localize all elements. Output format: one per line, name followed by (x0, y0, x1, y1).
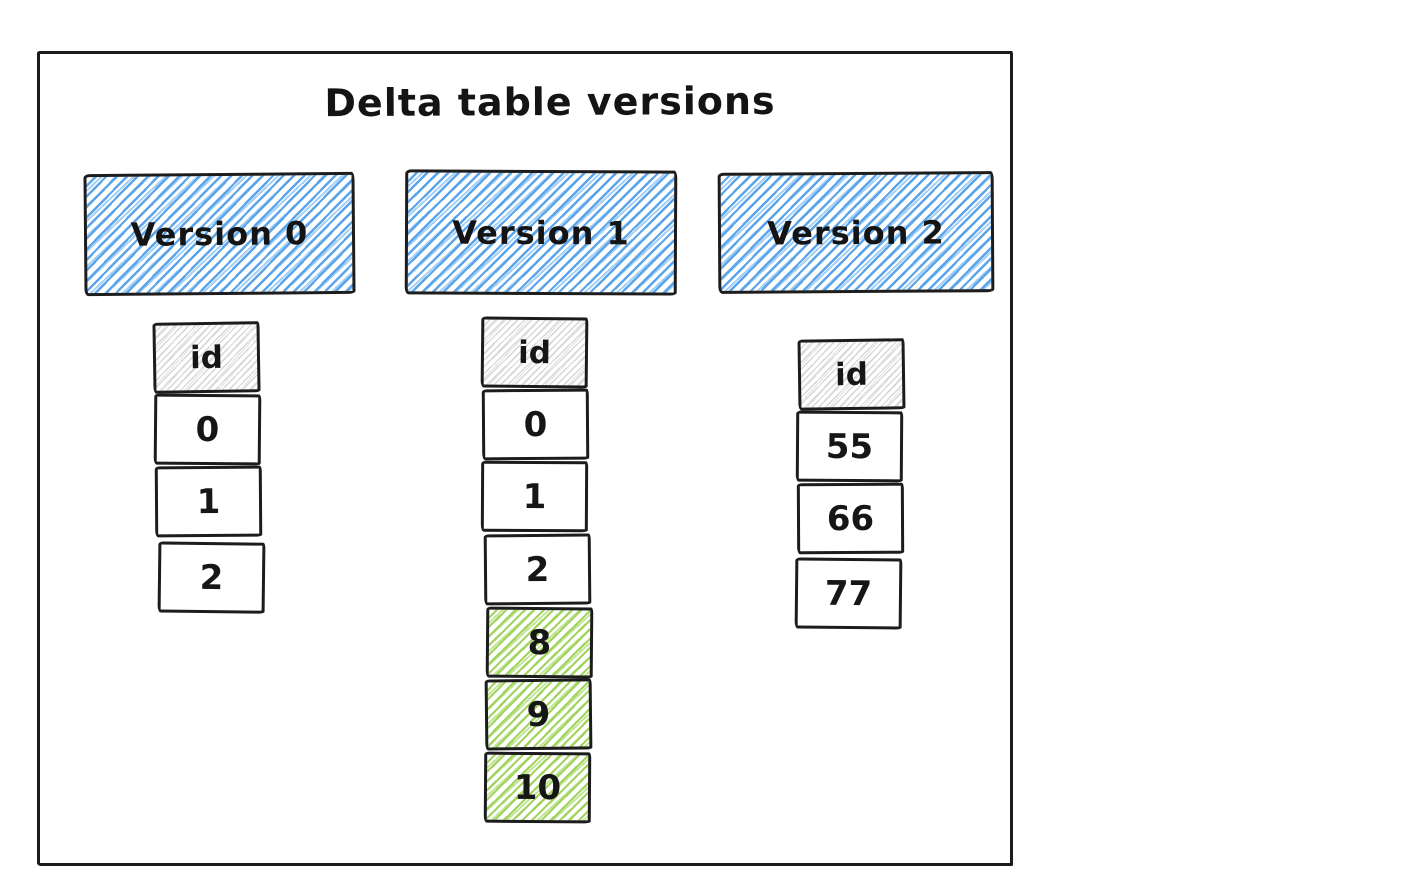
column-header-label: id (517, 334, 552, 371)
version-2-id-column: id 55 66 77 (794, 338, 906, 630)
version-2-row-cell: 55 (795, 410, 904, 483)
version-1-added-row-cell: 8 (485, 606, 594, 679)
version-0-label: Version 0 (130, 214, 309, 254)
version-2-label: Version 2 (767, 212, 945, 253)
version-1-added-row-cell: 10 (483, 751, 592, 824)
column-header-label: id (189, 339, 224, 376)
cell-value: 0 (523, 404, 548, 445)
cell-value: 2 (525, 549, 550, 590)
version-2-header-box: Version 2 (717, 171, 995, 294)
version-0-header-box: Version 0 (83, 171, 356, 297)
diagram-title: Delta table versions (324, 78, 776, 126)
version-0-row-cell: 0 (153, 393, 262, 466)
version-1-row-cell: 1 (480, 460, 589, 533)
version-0-id-header-cell: id (152, 321, 261, 394)
version-2-row-cell: 66 (796, 482, 905, 555)
version-0-id-column: id 0 1 2 (152, 321, 266, 614)
column-header-label: id (834, 356, 869, 393)
cell-value: 8 (527, 622, 552, 663)
cell-value: 2 (199, 557, 224, 598)
version-1-header-box: Version 1 (404, 169, 678, 296)
cell-value: 10 (513, 767, 562, 808)
cell-value: 66 (826, 498, 875, 539)
cell-value: 55 (825, 426, 874, 467)
version-2-id-header-cell: id (797, 338, 906, 411)
version-1-id-header-cell: id (480, 316, 589, 389)
version-0-row-cell: 2 (157, 541, 266, 614)
version-0-row-cell: 1 (154, 465, 263, 538)
cell-value: 1 (522, 476, 547, 517)
cell-value: 0 (195, 409, 220, 450)
version-2-row-cell: 77 (794, 557, 903, 630)
cell-value: 77 (824, 573, 873, 614)
version-1-id-column: id 0 1 2 8 9 10 (480, 316, 594, 824)
version-1-row-cell: 2 (483, 533, 592, 606)
version-1-added-row-cell: 9 (484, 678, 593, 751)
diagram-frame (37, 51, 1013, 866)
cell-value: 1 (196, 481, 221, 522)
version-1-label: Version 1 (452, 213, 630, 252)
version-1-row-cell: 0 (481, 388, 590, 461)
cell-value: 9 (526, 694, 551, 735)
